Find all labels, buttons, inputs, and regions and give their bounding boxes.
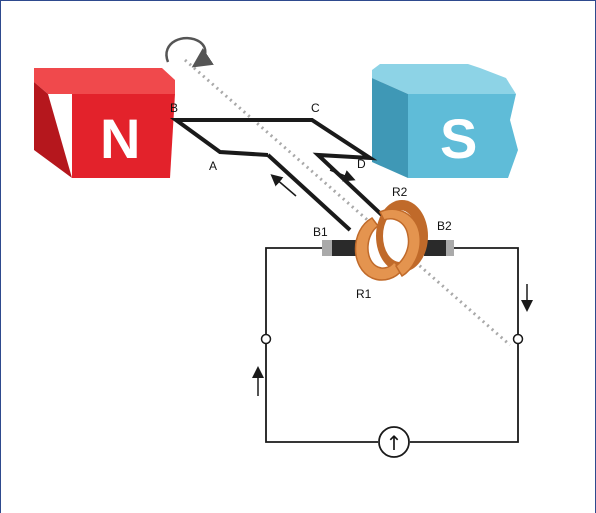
north-magnet: N <box>34 68 175 178</box>
brush-b1-face <box>322 240 332 256</box>
circuit-wire-right-lower <box>410 344 519 443</box>
rotation-axis <box>184 58 511 347</box>
south-letter: S <box>440 107 477 170</box>
label-b2: B2 <box>437 219 452 233</box>
coil-loop <box>169 118 402 234</box>
curved-arrow-icon <box>165 36 214 68</box>
terminal-left <box>260 333 272 345</box>
circuit-wire-left <box>265 247 322 334</box>
circuit-wire-right <box>454 247 519 334</box>
coil-wire-lower <box>266 153 352 232</box>
galvanometer-symbol: ↑ <box>386 431 403 455</box>
north-letter: N <box>100 107 140 170</box>
coil-arrow-right <box>329 169 356 182</box>
label-r1: R1 <box>356 287 372 301</box>
terminal-right <box>512 333 524 345</box>
brush-b2-face <box>446 240 454 256</box>
south-magnet-side <box>372 78 408 178</box>
label-d: D <box>357 157 366 171</box>
label-r2: R2 <box>392 185 408 199</box>
label-c: C <box>311 101 320 115</box>
south-magnet-top <box>372 64 516 94</box>
circuit-wire-left-lower <box>265 344 378 443</box>
frame-top-border <box>0 0 596 1</box>
label-b1: B1 <box>313 225 328 239</box>
coil-wire <box>169 118 402 234</box>
south-magnet-front <box>408 94 518 178</box>
label-b: B <box>170 101 178 115</box>
galvanometer <box>378 426 410 458</box>
coil-arrow-left <box>270 174 297 197</box>
north-magnet-top <box>34 68 175 94</box>
label-a: A <box>209 159 217 173</box>
external-circuit: ↑ <box>252 247 533 458</box>
north-magnet-side <box>34 82 72 178</box>
north-magnet-front <box>72 94 175 178</box>
slip-ring-r1 <box>354 208 421 281</box>
south-magnet: S <box>372 64 518 178</box>
frame-left-border <box>0 0 1 513</box>
